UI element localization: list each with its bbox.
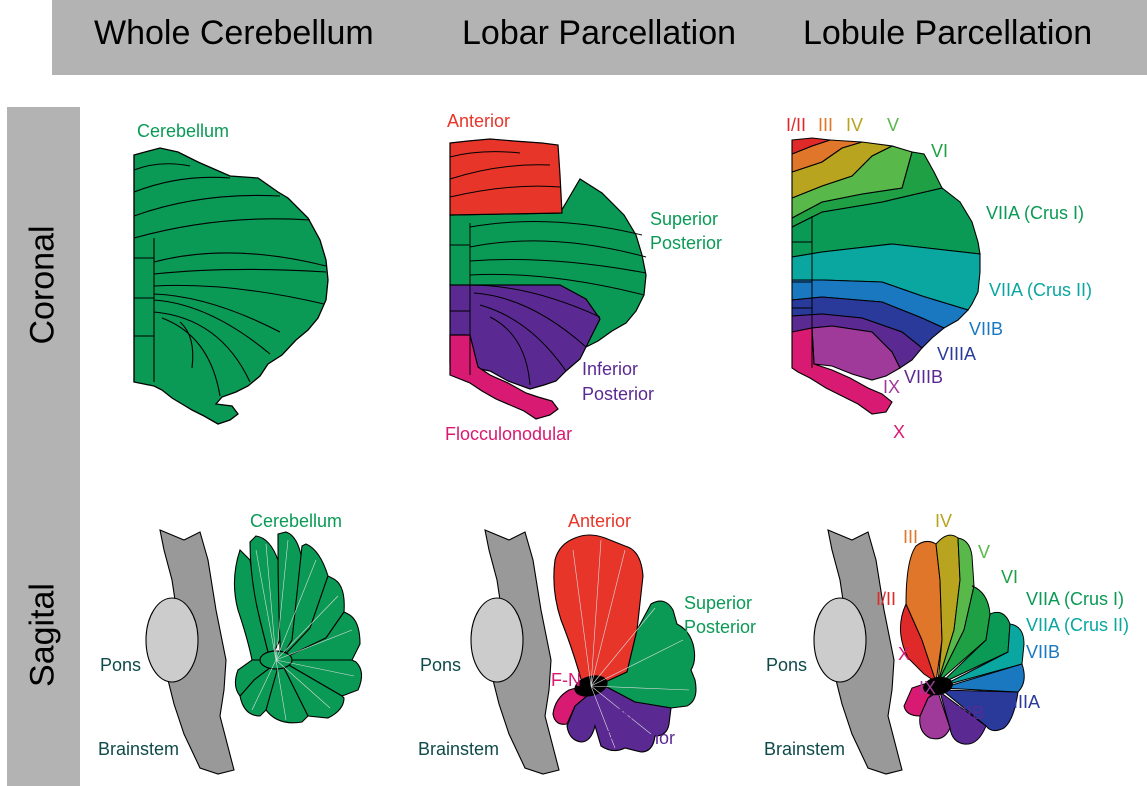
coronal-lobule-vi-label: VI <box>931 140 948 162</box>
sagittal-lobar-inferior-label: Inferior <box>603 703 659 725</box>
coronal-lobule-iii-label: III <box>818 114 833 136</box>
coronal-whole-cerebellum-label: Cerebellum <box>137 120 229 142</box>
coronal-lobule-i-ii-label: I/II <box>786 114 806 136</box>
column-title-lobar-parcellation: Lobar Parcellation <box>462 14 736 53</box>
coronal-lobule-x-label: X <box>893 421 905 443</box>
coronal-whole-diagram <box>120 140 340 440</box>
sagittal-lobule-viib-label: VIIB <box>1026 641 1060 663</box>
coronal-lobar-superior-label: Superior <box>650 208 718 230</box>
sagittal-lobar-inferior-posterior-label: Posterior <box>603 727 675 749</box>
sagittal-whole-cerebellum-label: Cerebellum <box>250 510 342 532</box>
sagittal-lobule-ix-label: IX <box>919 677 936 699</box>
coronal-lobar-inferior-label: Inferior <box>582 358 638 380</box>
coronal-lobar-flocculonodular-label: Flocculonodular <box>445 423 572 445</box>
coronal-lobar-inferior-posterior-label: Posterior <box>582 383 654 405</box>
sagittal-lobar-pons <box>471 598 523 682</box>
sagittal-whole-cerebellum <box>234 532 361 723</box>
coronal-lobule-viia-crus-i-label: VIIA (Crus I) <box>986 202 1084 224</box>
sagittal-lobule-iv-label: IV <box>935 510 952 532</box>
sagittal-lobule-viiib-label: VIIIB <box>945 702 984 724</box>
sagittal-lobar-pons-label: Pons <box>420 654 461 676</box>
sagittal-lobule-iii-label: III <box>903 526 918 548</box>
sagittal-lobar-brainstem-label: Brainstem <box>418 738 499 760</box>
sagittal-lobule-viia-crus-i-label: VIIA (Crus I) <box>1026 588 1124 610</box>
sagittal-lobar-fn-label: F-N <box>551 669 581 691</box>
coronal-lobule-viiia-label: VIIIA <box>937 343 976 365</box>
sagittal-lobule-viiia-label: VIIIA <box>1001 691 1040 713</box>
sagittal-whole-brainstem-label: Brainstem <box>98 738 179 760</box>
coronal-lobule-viia-crus-ii-label: VIIA (Crus II) <box>989 279 1092 301</box>
coronal-lobule-viib-label: VIIB <box>969 318 1003 340</box>
coronal-lobule-viiib-label: VIIIB <box>904 366 943 388</box>
sagittal-lobule-viia-crus-ii-label: VIIA (Crus II) <box>1026 614 1129 636</box>
sagittal-lobule-vi-label: VI <box>1001 566 1018 588</box>
sagittal-lobule-i-ii-label: I/II <box>876 588 896 610</box>
coronal-lobule-ix-label: IX <box>883 376 900 398</box>
sagittal-lobule-v-label: V <box>978 541 990 563</box>
sagittal-lobule-x-label: X <box>898 643 910 665</box>
coronal-lobar-superior-posterior-label: Posterior <box>650 232 722 254</box>
sagittal-lobule-pons-label: Pons <box>766 654 807 676</box>
sagittal-whole-pons-label: Pons <box>100 654 141 676</box>
row-label-coronal: Coronal <box>24 225 63 344</box>
coronal-lobar-anterior-label: Anterior <box>447 110 510 132</box>
sagittal-whole-pons <box>146 598 198 682</box>
sagittal-lobule-pons <box>814 598 866 682</box>
column-title-whole-cerebellum: Whole Cerebellum <box>94 14 374 53</box>
sagittal-lobar-superior-label: Superior <box>684 592 752 614</box>
row-label-sagittal: Sagital <box>24 583 63 687</box>
coronal-lobule-v-label: V <box>887 114 899 136</box>
column-title-lobule-parcellation: Lobule Parcellation <box>803 14 1092 53</box>
coronal-lobar-anterior <box>450 139 562 215</box>
sagittal-lobar-superior-posterior-label: Posterior <box>684 616 756 638</box>
sagittal-lobar-anterior-label: Anterior <box>568 510 631 532</box>
sagittal-lobule-brainstem-label: Brainstem <box>764 738 845 760</box>
coronal-lobule-iv-label: IV <box>846 114 863 136</box>
